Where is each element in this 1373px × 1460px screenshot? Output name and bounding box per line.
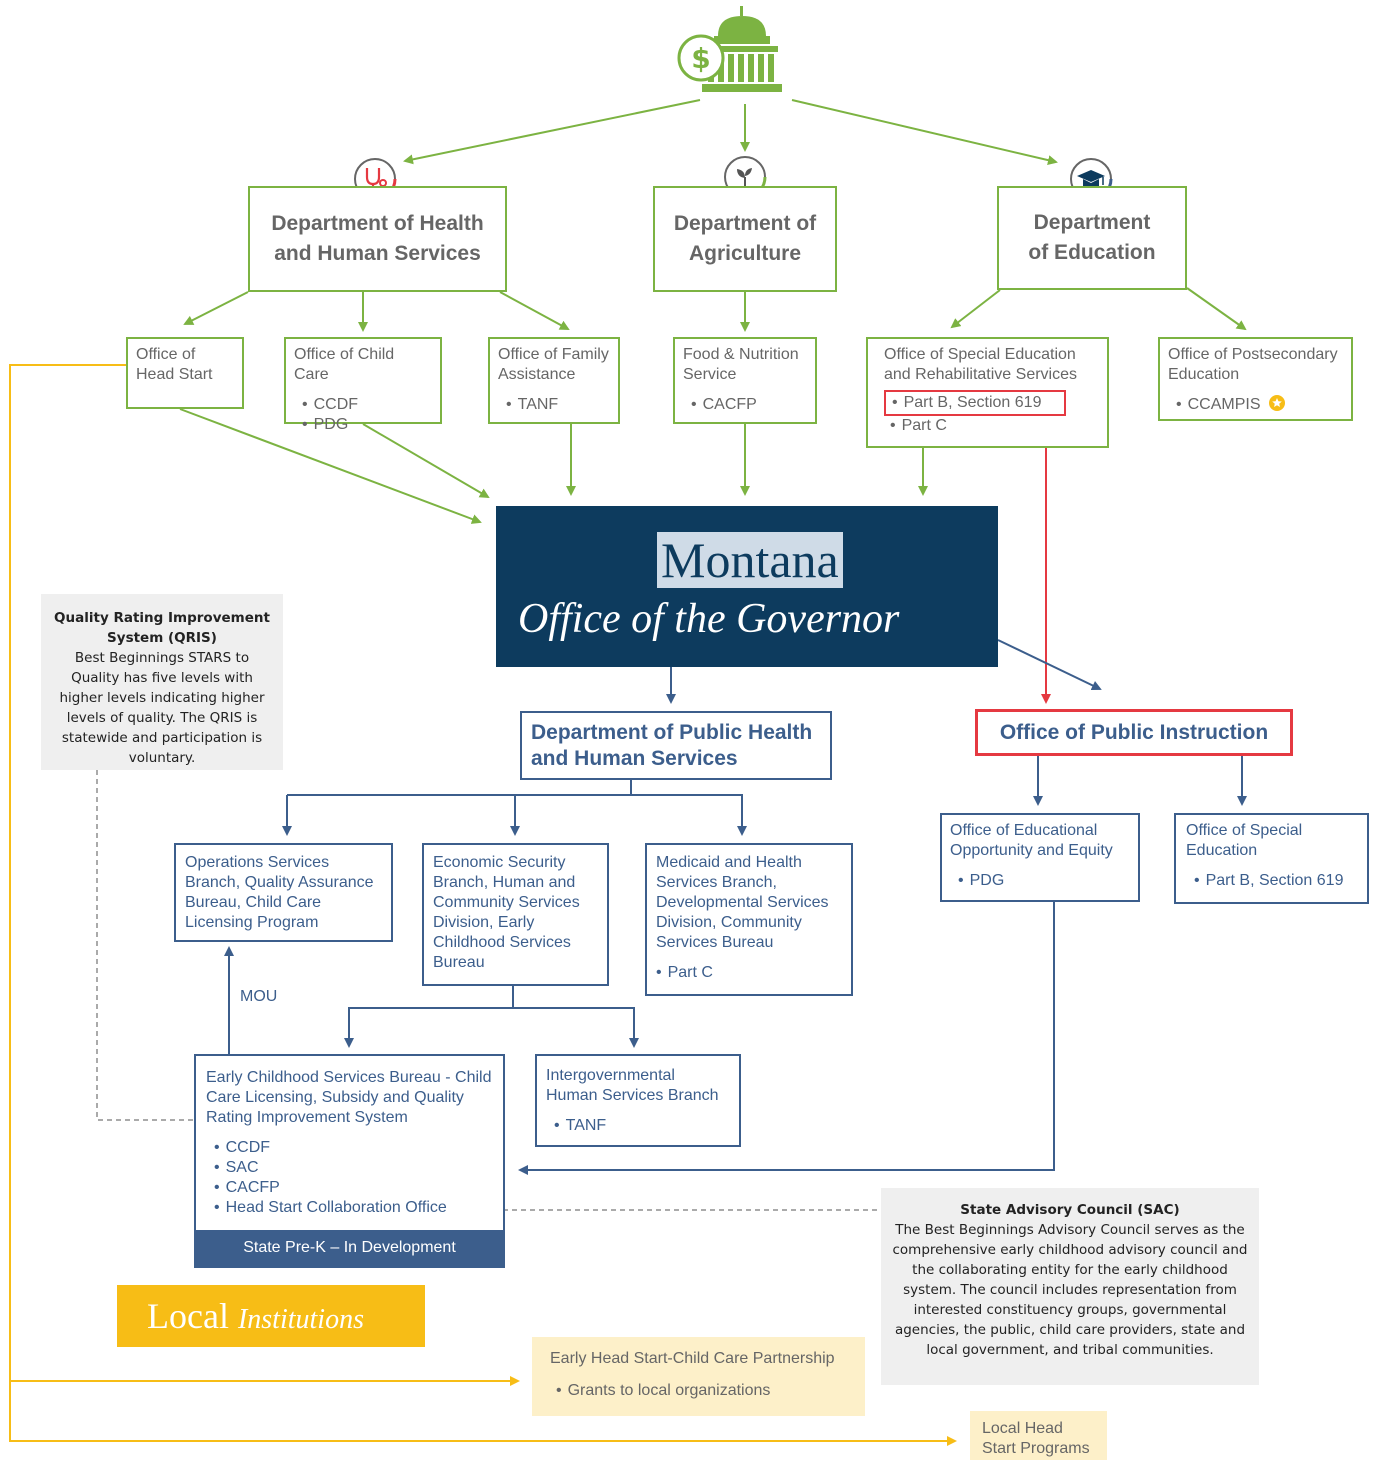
sac-note: State Advisory Council (SAC) The Best Be… <box>881 1188 1259 1385</box>
note-title: State Advisory Council (SAC) <box>960 1202 1180 1218</box>
office-title: Economic Security Branch, Human and Comm… <box>433 854 580 971</box>
list-item: Head Start Collaboration Office <box>214 1198 493 1218</box>
office-title: Early Head Start-Child Care Partnership <box>550 1350 835 1367</box>
dept-title: Office of Public Instruction <box>999 720 1269 744</box>
medicaid-health-services-branch: Medicaid and Health Services Branch, Dev… <box>645 843 853 996</box>
list-item: CCAMPIS <box>1176 395 1343 415</box>
dept-title: Department of Health and Human Services <box>271 212 484 265</box>
qris-note: Quality Rating Improvement System (QRIS)… <box>41 594 283 770</box>
note-title: Quality Rating Improvement System (QRIS) <box>54 610 270 646</box>
star-badge-icon <box>1268 395 1285 411</box>
list-item: TANF <box>506 395 610 415</box>
office-title: Office of Head Start <box>136 346 213 383</box>
banner-italic: Institutions <box>237 1304 364 1335</box>
office-title: Medicaid and Health Services Branch, Dev… <box>656 854 829 951</box>
list-item: Part C <box>884 416 1099 436</box>
local-head-start-programs: Local Head Start Programs <box>970 1411 1107 1460</box>
economic-security-branch: Economic Security Branch, Human and Comm… <box>422 843 609 986</box>
svg-text:$: $ <box>691 42 710 75</box>
early-childhood-services-bureau: Early Childhood Services Bureau - Child … <box>194 1054 505 1268</box>
governor-office: Montana Office of the Governor <box>496 506 998 667</box>
list-item: CACFP <box>214 1178 493 1198</box>
office-title: Local Head Start Programs <box>982 1420 1090 1457</box>
dept-title: Department of Agriculture <box>673 212 817 265</box>
governor-title: Office of the Governor <box>518 596 900 642</box>
list-item: CCDF <box>214 1138 493 1158</box>
office-educational-opportunity: Office of Educational Opportunity and Eq… <box>940 813 1140 902</box>
office-title: Office of Special Education and Rehabili… <box>884 346 1077 383</box>
list-item: TANF <box>554 1116 730 1136</box>
office-title: Intergovernmental Human Services Branch <box>546 1067 719 1104</box>
office-title: Office of Family Assistance <box>498 346 609 383</box>
state-name: Montana <box>657 532 843 588</box>
local-institutions-banner: Local Institutions <box>117 1285 425 1347</box>
office-family-assistance: Office of Family Assistance TANF <box>488 337 620 424</box>
intergovernmental-human-services-branch: Intergovernmental Human Services Branch … <box>535 1054 741 1147</box>
dept-health-human-services: Department of Health and Human Services <box>248 186 507 292</box>
office-public-instruction: Office of Public Instruction <box>975 709 1293 756</box>
office-title: Operations Services Branch, Quality Assu… <box>185 854 374 931</box>
list-item: SAC <box>214 1158 493 1178</box>
dept-agriculture: Department of Agriculture <box>653 186 837 292</box>
banner-main: Local <box>147 1296 229 1336</box>
operations-services-branch: Operations Services Branch, Quality Assu… <box>174 843 393 942</box>
office-title: Office of Educational Opportunity and Eq… <box>950 822 1113 859</box>
office-title: Early Childhood Services Bureau - Child … <box>206 1069 492 1126</box>
office-special-education: Office of Special Education Part B, Sect… <box>1174 813 1369 904</box>
list-item: PDG <box>958 871 1130 891</box>
office-title: Office of Child Care <box>294 346 395 383</box>
state-pre-k-footer: State Pre-K – In Development <box>196 1230 503 1266</box>
list-item: PDG <box>302 415 432 435</box>
office-child-care: Office of Child Care CCDF PDG <box>284 337 442 433</box>
list-item: Part C <box>656 963 842 983</box>
list-item: CCDF <box>302 395 432 415</box>
office-title: Office of Special Education <box>1186 822 1303 859</box>
dept-title: Department of Public Health and Human Se… <box>531 720 813 770</box>
office-food-nutrition: Food & Nutrition Service CACFP <box>673 337 817 424</box>
office-postsecondary: Office of Postsecondary Education CCAMPI… <box>1158 337 1353 421</box>
dept-education: Department of Education <box>997 186 1187 290</box>
office-title: Food & Nutrition Service <box>683 346 799 383</box>
list-item: CACFP <box>691 395 807 415</box>
list-item-text: CCAMPIS <box>1187 396 1261 413</box>
office-title: Office of Postsecondary Education <box>1168 346 1338 383</box>
capitol-dollar-icon: $ <box>677 6 782 92</box>
mou-label: MOU <box>240 988 278 1005</box>
early-head-start-partnership: Early Head Start-Child Care Partnership … <box>532 1337 865 1416</box>
dept-title: Department of Education <box>1028 211 1156 264</box>
dept-public-health-human-services: Department of Public Health and Human Se… <box>520 711 832 780</box>
list-item-highlighted: Part B, Section 619 <box>884 390 1066 416</box>
list-item: Part B, Section 619 <box>1194 871 1359 891</box>
note-body: The Best Beginnings Advisory Council ser… <box>892 1222 1248 1358</box>
note-body: Best Beginnings STARS to Quality has fiv… <box>59 650 265 766</box>
office-special-ed-rehab: Office of Special Education and Rehabili… <box>866 337 1109 448</box>
office-head-start: Office of Head Start <box>126 337 244 409</box>
list-item: Grants to local organizations <box>556 1381 847 1401</box>
